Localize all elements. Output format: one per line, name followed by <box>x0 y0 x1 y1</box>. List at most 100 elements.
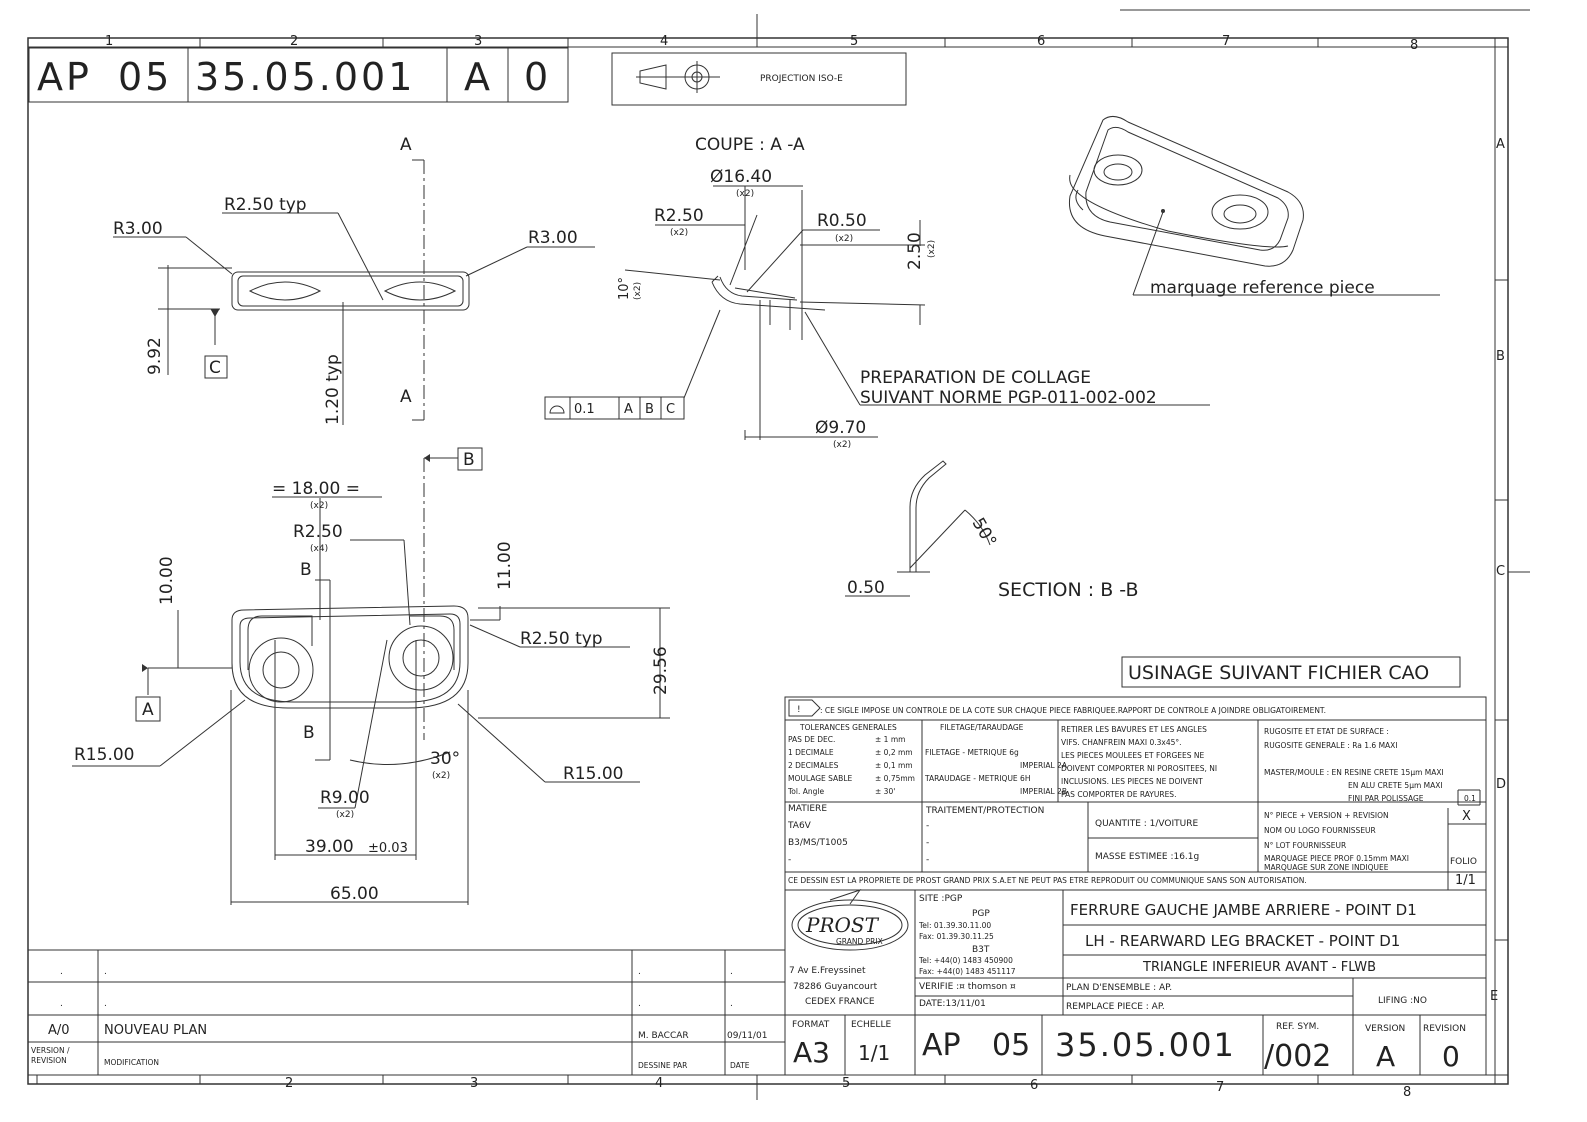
grid-col-bottom-5: 5 <box>842 1076 850 1091</box>
top-view <box>113 159 595 425</box>
dim-angle-10: 10° <box>617 277 632 300</box>
rev-header-drawn-by: DESSINE PAR <box>638 1061 687 1070</box>
geometric-tolerance-frame <box>544 396 685 420</box>
rev-date: 09/11/01 <box>727 1031 767 1041</box>
tol-datum-c: C <box>666 402 675 417</box>
retirer-line: DOIVENT COMPORTER NI POROSITEES, NI <box>1061 764 1217 773</box>
version-title: VERSION <box>1365 1024 1405 1034</box>
retirer-line: VIFS. CHANFREIN MAXI 0.3x45°. <box>1061 738 1182 747</box>
retirer-line: LES PIECES MOULEES ET FORGEES NE <box>1061 751 1204 760</box>
dim-r9: R9.00 <box>320 788 370 808</box>
marquage-line: N° PIECE + VERSION + REVISION <box>1264 811 1389 820</box>
dim-29-56: 29.56 <box>651 646 671 695</box>
remplace-piece: REMPLACE PIECE : AP. <box>1066 1002 1165 1012</box>
master-line: MASTER/MOULE : EN RESINE CRETE 15µm MAXI <box>1264 768 1444 777</box>
dim-angle-30: 30° <box>430 749 460 769</box>
drawing-date: DATE:13/11/01 <box>919 999 986 1009</box>
retirer-line: PAS COMPORTER DE RAYURES. <box>1061 790 1176 799</box>
tol-value: 0.1 <box>574 402 595 417</box>
dim-angle-30-qty: (x2) <box>432 771 450 781</box>
dim-65-00: 65.00 <box>330 884 379 904</box>
grid-col-bottom-7: 7 <box>1216 1080 1224 1095</box>
rev-row-empty: . <box>104 967 107 977</box>
format-value: A3 <box>793 1036 830 1069</box>
projection-symbol-icon <box>636 61 720 93</box>
dim-dia-16-40-qty: (x2) <box>736 189 754 199</box>
isometric-view <box>1068 116 1440 296</box>
traitement-line: - <box>926 821 929 831</box>
dim-angle-10-qty: (x2) <box>633 282 643 300</box>
rev-header-revision: REVISION <box>31 1056 67 1065</box>
logo-subtext: GRAND PRIX <box>836 937 883 946</box>
site-tel: Tel: 01.39.30.11.00 <box>918 921 991 930</box>
tol-row-value: ± 0,75mm <box>875 774 915 783</box>
marquage-line: MARQUAGE SUR ZONE INDIQUEE <box>1264 863 1389 872</box>
dim-18-00-qty: (x2) <box>310 501 328 511</box>
control-symbol-icon: ! <box>788 699 821 717</box>
grid-row-c: C <box>1496 564 1505 579</box>
rev-drawn-by: M. BACCAR <box>638 1031 689 1041</box>
dim-39-00: 39.00 <box>305 837 354 857</box>
grid-row-a: A <box>1496 137 1505 152</box>
tb-number: 35.05.001 <box>1055 1026 1236 1064</box>
profile-surface-icon <box>549 405 565 414</box>
site: SITE :PGP <box>919 894 963 904</box>
marquage-line: MARQUAGE PIECE PROF 0.15mm MAXI <box>1264 854 1409 863</box>
ref-sym-value: /002 <box>1264 1039 1331 1074</box>
marquage-line: NOM OU LOGO FOURNISSEUR <box>1264 826 1376 835</box>
traitement-line: - <box>926 838 929 848</box>
b3t-tel: Tel: +44(0) 1483 450900 <box>918 956 1013 965</box>
version-value: A <box>1376 1040 1395 1073</box>
projection-label: PROJECTION ISO-E <box>760 74 843 84</box>
rev-row-empty: . <box>638 967 641 977</box>
section-b-label-bottom: B <box>303 723 315 743</box>
dim-10-00: 10.00 <box>157 556 177 605</box>
section-a-top-label: A <box>400 135 412 155</box>
echelle-value: 1/1 <box>858 1041 890 1065</box>
part-subtitle: TRIANGLE INFERIEUR AVANT - FLWB <box>1142 960 1376 975</box>
filetage-row: IMPERIAL 2B <box>1020 787 1067 796</box>
grid-col-bottom-4: 4 <box>655 1076 663 1091</box>
quantite: QUANTITE : 1/VOITURE <box>1095 819 1198 829</box>
grid-row-b: B <box>1496 349 1505 364</box>
b3t-fax: Fax: +44(0) 1483 451117 <box>919 967 1016 976</box>
dim-2-50-qty: (x2) <box>927 240 937 258</box>
grid-col-5: 5 <box>850 34 858 49</box>
section-a-bottom-label: A <box>400 387 412 407</box>
tol-row-label: PAS DE DEC. <box>788 735 835 744</box>
dim-r050: R0.50 <box>817 211 867 231</box>
tb-group: 05 <box>992 1028 1030 1063</box>
control-note: : CE SIGLE IMPOSE UN CONTROLE DE LA COTE… <box>820 706 1326 715</box>
verifie: VERIFIE :¤ thomson ¤ <box>919 982 1016 992</box>
dim-coupe-r250-qty: (x2) <box>670 228 688 238</box>
address-line: 78286 Guyancourt <box>793 982 878 992</box>
retirer-line: INCLUSIONS. LES PIECES NE DOIVENT <box>1061 777 1203 786</box>
folio-value: 1/1 <box>1455 873 1476 888</box>
sheet-border <box>27 37 1509 1085</box>
dim-2-50: 2.50 <box>905 232 925 270</box>
dim-coupe-r250: R2.50 <box>654 206 704 226</box>
master-line: EN ALU CRETE 5µm MAXI <box>1348 781 1443 790</box>
prep-note-line2: SUIVANT NORME PGP-011-002-002 <box>860 388 1157 408</box>
dim-18-00: = 18.00 = <box>272 479 360 499</box>
site-b3t: B3T <box>972 945 990 955</box>
part-title-fr: FERRURE GAUCHE JAMBE ARRIERE - POINT D1 <box>1070 901 1417 919</box>
retirer-line: RETIRER LES BAVURES ET LES ANGLES <box>1061 725 1207 734</box>
dim-1-20-typ: 1.20 typ <box>323 354 343 425</box>
dim-r9-qty: (x2) <box>336 810 354 820</box>
rev-row-empty: . <box>60 967 63 977</box>
header-group: 05 <box>118 55 172 99</box>
ref-sym-title: REF. SYM. <box>1276 1022 1319 1032</box>
datum-a: A <box>142 700 154 720</box>
section-a-a-view <box>624 185 1210 440</box>
usinage-note: USINAGE SUIVANT FICHIER CAO <box>1128 662 1429 684</box>
site-pgp: PGP <box>972 909 990 919</box>
section-b-b-view <box>845 460 991 597</box>
tol-row-label: 1 DECIMALE <box>788 748 834 757</box>
echelle-title: ECHELLE <box>851 1020 891 1030</box>
rev-header-version: VERSION / <box>31 1046 70 1055</box>
address-line: 7 Av E.Freyssinet <box>789 966 866 976</box>
matiere-line: B3/MS/T1005 <box>788 838 848 848</box>
marquage-reference-label: marquage reference piece <box>1150 278 1375 298</box>
